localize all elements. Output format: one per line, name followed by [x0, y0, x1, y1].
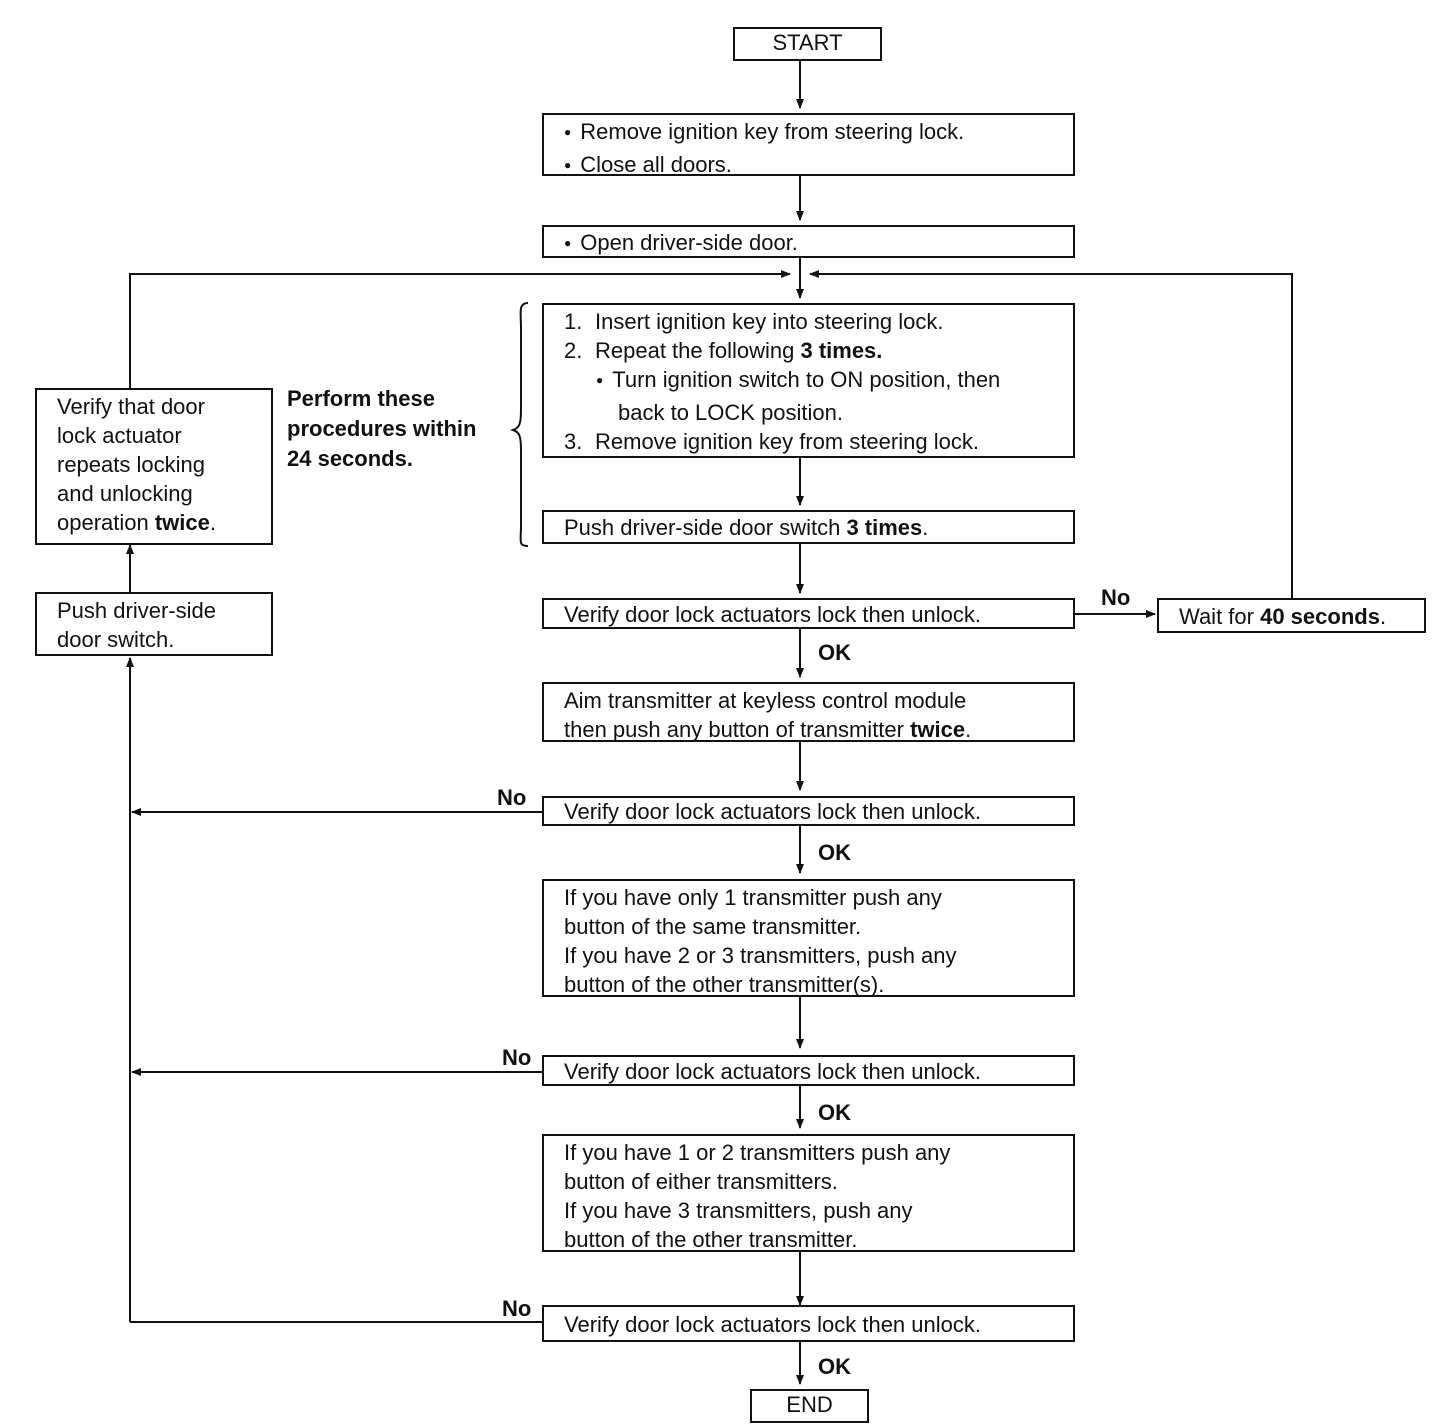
label-no-4: No	[502, 1296, 532, 1321]
step-wait-40-seconds: Wait for 40 seconds.	[1157, 598, 1426, 633]
verify4-text: Verify door lock actuators lock then unl…	[564, 1312, 981, 1337]
step1-line1: Remove ignition key from steering lock.	[564, 117, 1061, 150]
step3-item3: 3. Remove ignition key from steering lock…	[564, 427, 1061, 456]
step2-line1: Open driver-side door.	[564, 229, 1061, 260]
step-push-driver-switch: Push driver-side door switch.	[35, 592, 273, 656]
left-push-line2: door switch.	[57, 627, 175, 652]
left-push-line1: Push driver-side	[57, 598, 216, 623]
line-wait-loop	[809, 270, 1293, 598]
step4-text: Push driver-side door switch	[564, 515, 847, 540]
left-verify-line2: lock actuator	[57, 423, 182, 448]
step-two-transmitters: If you have 1 or 2 transmitters push any…	[542, 1134, 1075, 1252]
step3-item2-bold: 3 times.	[800, 338, 883, 363]
step6-line4: button of the other transmitter(s).	[564, 972, 885, 997]
aim-line1: Aim transmitter at keyless control modul…	[564, 688, 967, 713]
wait-bold: 40 seconds	[1260, 604, 1380, 629]
step-one-transmitter: If you have only 1 transmitter push any …	[542, 879, 1075, 997]
verify2-text: Verify door lock actuators lock then unl…	[564, 799, 981, 824]
left-verify-line1: Verify that door	[57, 394, 205, 419]
step4-bold: 3 times	[846, 515, 923, 540]
step-verify-twice: Verify that door lock actuator repeats l…	[35, 388, 273, 545]
left-verify-line5: operation twice.	[57, 508, 259, 537]
step4-post: .	[922, 515, 929, 540]
note-line2: procedures within	[287, 416, 477, 441]
step3-item1-text: Insert ignition key into steering lock.	[595, 309, 944, 334]
start-terminal: START	[733, 27, 882, 61]
step6-line1: If you have only 1 transmitter push any	[564, 885, 942, 910]
left-verify-line5-post: .	[209, 510, 217, 535]
left-verify-line4: and unlocking	[57, 481, 193, 506]
line-left-loop	[129, 270, 791, 388]
step3-item3-number: 3.	[564, 429, 583, 454]
step3-item2: 2. Repeat the following 3 times.	[564, 336, 1061, 365]
step7-line4: button of the other transmitter.	[564, 1227, 858, 1252]
step3-item2-number: 2.	[564, 338, 583, 363]
decision-verify-1: Verify door lock actuators lock then unl…	[542, 598, 1075, 629]
left-verify-line3: repeats locking	[57, 452, 205, 477]
note-line1: Perform these	[287, 386, 435, 411]
label-no-3: No	[502, 1045, 532, 1070]
step4-line: Push driver-side door switch 3 times.	[564, 514, 1061, 542]
step7-line3: If you have 3 transmitters, push any	[564, 1198, 913, 1223]
step-open-driver-door: Open driver-side door.	[542, 225, 1075, 258]
aim-line2: then push any button of transmitter twic…	[564, 715, 1061, 744]
end-terminal: END	[750, 1389, 869, 1423]
decision-verify-3: Verify door lock actuators lock then unl…	[542, 1055, 1075, 1086]
decision-verify-4: Verify door lock actuators lock then unl…	[542, 1305, 1075, 1342]
wait-post: .	[1379, 604, 1387, 629]
step3-item1-number: 1.	[564, 309, 583, 334]
brace-24-seconds	[509, 302, 529, 547]
label-ok-2: OK	[818, 840, 851, 865]
step-push-door-switch: Push driver-side door switch 3 times.	[542, 510, 1075, 544]
step6-line3: If you have 2 or 3 transmitters, push an…	[564, 943, 957, 968]
step-aim-transmitter: Aim transmitter at keyless control modul…	[542, 682, 1075, 742]
step3-item2-text: Repeat the following	[595, 338, 801, 363]
step3-item2-sub-cont: back to LOCK position.	[618, 400, 844, 425]
step3-item1: 1. Insert ignition key into steering lock…	[564, 307, 1061, 336]
step1-line2: Close all doors.	[564, 150, 1061, 183]
left-verify-line5-bold: twice	[154, 510, 210, 535]
step-remove-key-close-doors: Remove ignition key from steering lock. …	[542, 113, 1075, 177]
left-verify-line5-text: operation	[57, 510, 155, 535]
aim-line2-post: .	[965, 717, 972, 742]
aim-line2-text: then push any button of transmitter	[564, 717, 911, 742]
wait-text: Wait for	[1179, 604, 1261, 629]
label-no-wait: No	[1101, 585, 1131, 610]
step7-line1: If you have 1 or 2 transmitters push any	[564, 1140, 951, 1165]
label-ok-1: OK	[818, 640, 851, 665]
label-ok-3: OK	[818, 1100, 851, 1125]
aim-line2-bold: twice	[910, 717, 966, 742]
step6-line2: button of the same transmitter.	[564, 914, 862, 939]
label-no-2: No	[497, 785, 527, 810]
step-ignition-procedure: 1. Insert ignition key into steering lock…	[542, 303, 1075, 458]
step3-item3-text: Remove ignition key from steering lock.	[595, 429, 979, 454]
wait-line: Wait for 40 seconds.	[1179, 602, 1412, 631]
verify3-text: Verify door lock actuators lock then unl…	[564, 1059, 981, 1084]
step7-line2: button of either transmitters.	[564, 1169, 838, 1194]
step3-item2-sub: Turn ignition switch to ON position, the…	[564, 365, 1061, 398]
verify1-text: Verify door lock actuators lock then unl…	[564, 602, 981, 627]
note-line3: 24 seconds.	[287, 446, 413, 471]
label-ok-4: OK	[818, 1354, 851, 1379]
note-24-seconds: Perform these procedures within 24 secon…	[287, 384, 476, 474]
decision-verify-2: Verify door lock actuators lock then unl…	[542, 796, 1075, 826]
end-label: END	[786, 1392, 833, 1417]
start-label: START	[772, 30, 843, 55]
